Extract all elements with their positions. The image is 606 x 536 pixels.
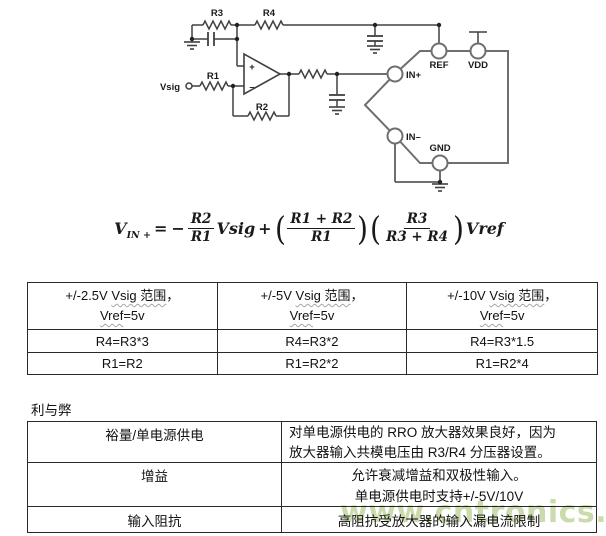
label-r3: R3 [211,8,223,19]
range-line: +/-10V Vsig 范围， [447,288,558,303]
ground-adc [432,183,448,192]
ground-symbols [184,41,448,192]
label-vsig: Vsig [160,82,180,93]
label-r4: R4 [263,8,276,19]
capacitor-filter [329,94,345,101]
left-paren: ( [370,208,382,248]
vsig-term: Vsig [216,218,256,238]
opamp-plus-sign: + [249,62,255,73]
pin-in-plus [386,65,404,83]
plus-sign: + [258,218,272,238]
pros-cons-row2-label: 增益 [28,463,282,507]
table1-r1-col1: R1=R2 [28,353,218,374]
pros-cons-row3-label: 输入阻抗 [28,507,282,532]
capacitor-r3-parallel [207,32,215,46]
circuit-diagram: + – R3 R4 R1 R2 Vsig IN+ IN– REF VDD GND [160,8,509,192]
pin-gnd [431,154,449,172]
table1-header-col2: +/-5V Vsig 范围， Vref=5v [217,283,408,330]
pros-cons-row2-detail: 允许衰减增益和双极性输入。 单电源供电时支持+/-5V/10V [282,463,596,507]
left-paren: ( [274,208,286,248]
opamp: + – [243,52,282,96]
range-line: +/-5V Vsig 范围， [260,288,364,303]
vref-line: Vref=5v [289,308,335,323]
pros-cons-row1-detail: 对单电源供电的 RRO 放大器效果良好，因为 放大器输入共模电压由 R3/R4 … [282,422,596,463]
opamp-minus-sign: – [249,82,254,93]
vsig-terminal [185,82,193,90]
pin-ref [430,42,448,60]
resistor-r4 [254,19,284,31]
ground-ref-cap [367,45,383,54]
right-paren: ) [452,208,464,248]
table1-r4-col3: R4=R3*1.5 [407,330,597,353]
right-paren: ) [357,208,369,248]
label-in-minus: IN– [406,132,421,143]
table1-r1-col3: R1=R2*4 [475,356,529,371]
table1-r4-col1: R4=R3*3 [28,330,218,353]
label-r1: R1 [207,71,220,82]
resistor-filter [298,68,328,80]
pros-cons-title: 利与弊 [31,403,72,418]
table1-header-col1: +/-2.5V Vsig 范围， Vref=5v [28,283,218,330]
resistor-r3 [202,19,232,31]
equals-sign: = [154,218,168,238]
minus-sign: − [171,218,185,238]
vref-term: Vref [465,218,504,238]
label-gnd: GND [429,143,450,154]
table1-r4-col2: R4=R3*2 [217,330,408,353]
adc-pin-circles [386,42,487,172]
resistor-r2 [247,110,277,122]
formula-lhs: VIN + [114,218,151,241]
pin-in-minus [386,127,404,145]
table1-header-col3: +/-10V Vsig 范围， Vref=5v [407,283,597,330]
resistor-r1 [199,80,229,92]
ground-filter-cap [329,106,345,115]
vref-line: Vref=5v [99,308,145,323]
vref-line: Vref=5v [479,308,525,323]
label-ref: REF [430,60,449,71]
capacitor-ref [367,35,383,42]
resistors [199,19,328,122]
pros-cons-row3-detail: 高阻抗受放大器的输入漏电流限制 [337,513,541,529]
junction-dots [189,22,443,185]
range-line: +/-2.5V Vsig 范围， [65,288,180,303]
table1-r1-col2: R1=R2*2 [218,353,408,374]
capacitors [207,32,383,101]
label-r2: R2 [256,102,268,113]
vsig-range-table: +/-2.5V Vsig 范围， Vref=5v +/-5V Vsig 范围， … [27,282,598,375]
label-vdd: VDD [468,60,488,71]
pin-vdd [469,42,487,60]
ground-r3 [184,41,200,50]
label-in-plus: IN+ [406,70,422,81]
pros-cons-table: 裕量/单电源供电 对单电源供电的 RRO 放大器效果良好，因为 放大器输入共模电… [27,421,597,533]
pros-cons-row1-label: 裕量/单电源供电 [28,422,282,463]
